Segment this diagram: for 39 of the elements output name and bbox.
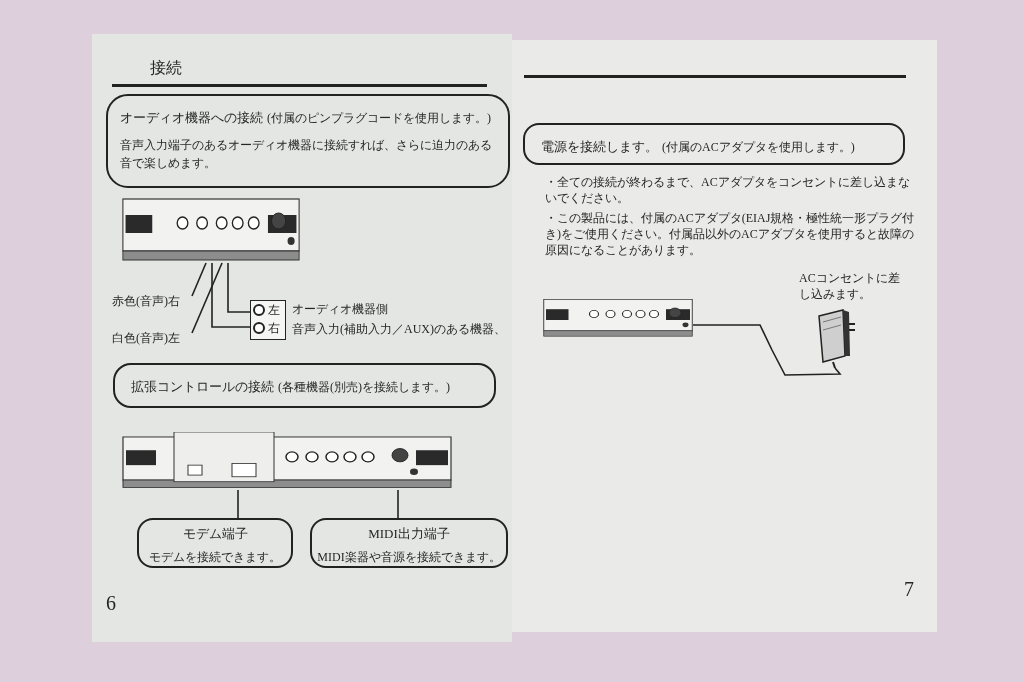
note-text: ・全ての接続が終わるまで、ACアダプタをコンセントに差し込まないでください。: [545, 174, 911, 206]
channel-label: 左: [268, 302, 280, 318]
jack-panel: [250, 300, 286, 340]
heading-text: オーディオ機器への接続: [120, 109, 263, 127]
cable-line: [397, 489, 399, 519]
cable-label: 赤色(音声)右: [112, 294, 180, 308]
cable-line: [227, 262, 251, 313]
port-name: モデム端子: [182, 525, 248, 543]
port-description: MIDI楽器や音源を接続できます。: [317, 548, 501, 566]
caption-text: オーディオ機器側: [292, 301, 388, 318]
cable-line: [692, 324, 842, 376]
cable-line: [191, 262, 207, 297]
heading-text: 拡張コントロールの接続: [131, 378, 274, 396]
caption-text: 音声入力(補助入力／AUX)のある機器、: [292, 321, 506, 338]
port-description: モデムを接続できます。: [149, 548, 281, 566]
note-text: (付属のACアダプタを使用します。): [662, 139, 855, 156]
page-number: 7: [904, 582, 914, 597]
channel-label: 右: [268, 320, 280, 336]
console-rear-drawing: [122, 432, 452, 490]
port-box: [137, 518, 293, 568]
note-text: ・この製品には、付属のACアダプタ(EIAJ規格・極性統一形プラグ付き)をご使用ください。付属品以外のACアダプタを使用すると故障の原因になることがあります。: [545, 210, 916, 258]
page-number: 6: [106, 596, 116, 611]
note-text: (各種機器(別売)を接続します。): [278, 379, 450, 396]
cable-line: [237, 489, 239, 519]
caption-text: ACコンセントに差し込みます。: [799, 270, 901, 302]
ac-adapter-drawing: [815, 306, 855, 368]
port-name: MIDI出力端子: [368, 525, 450, 543]
callout-box: [106, 94, 510, 188]
page-title: 接続: [150, 58, 182, 78]
cable-line: [191, 262, 223, 334]
console-rear-drawing: [543, 296, 693, 338]
heading-text: 電源を接続します。: [541, 138, 658, 156]
body-text: 音声入力端子のあるオーディオ機器に接続すれば、さらに迫力のある音で楽しめます。: [120, 136, 493, 172]
callout-box: [113, 363, 496, 408]
cable-line: [211, 262, 251, 328]
note-text: (付属のピンプラグコードを使用します。): [267, 110, 491, 127]
port-box: [310, 518, 508, 568]
cable-label: 白色(音声)左: [112, 331, 180, 345]
callout-box: [523, 123, 905, 165]
